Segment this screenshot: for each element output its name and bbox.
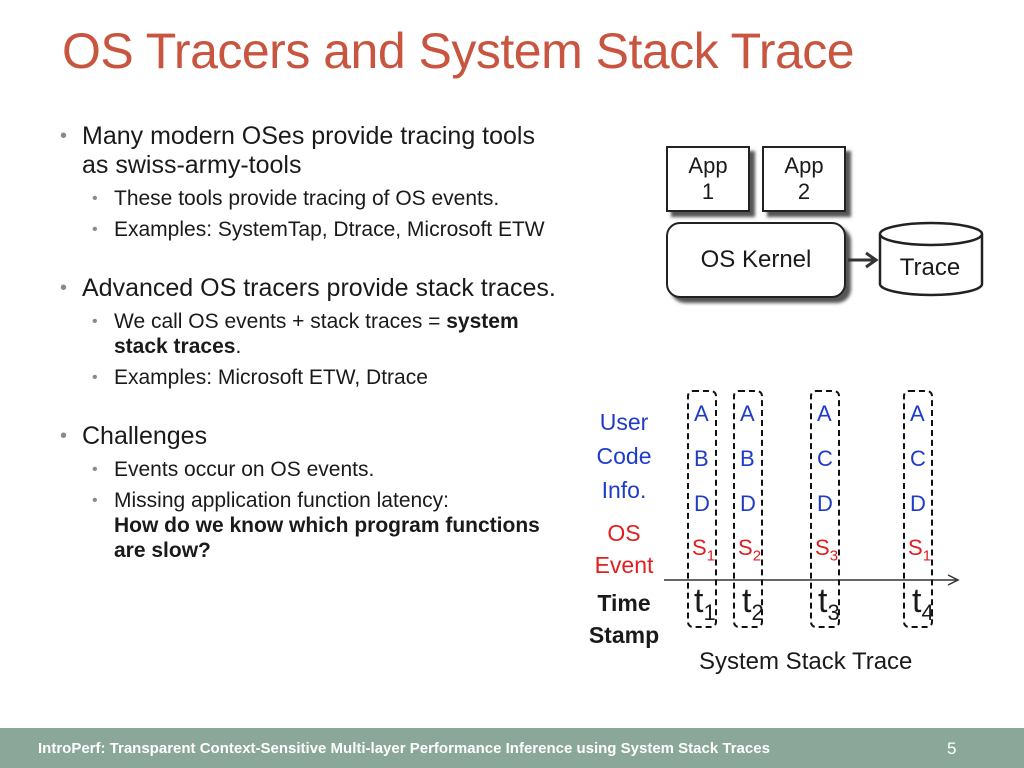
os-event-2: S2 (738, 535, 761, 564)
timestamp-3: t3 (818, 582, 840, 626)
os-event-3-index: 3 (829, 547, 839, 565)
frame-1-1: A (694, 401, 709, 426)
timestamp-2-index: 2 (751, 599, 764, 625)
timestamp-4-letter: t (912, 582, 922, 620)
app-1-label-line1: App (688, 153, 728, 178)
os-event-1-index: 1 (706, 547, 716, 565)
trace-column-3 (810, 390, 840, 628)
slow-functions-question: How do we know which program functions a… (114, 514, 540, 562)
os-kernel-box: OS Kernel (666, 222, 846, 298)
frame-1-2: B (694, 446, 709, 471)
os-kernel-label: OS Kernel (700, 246, 812, 273)
os-event-4: S1 (908, 535, 931, 564)
trace-column-2 (733, 390, 763, 628)
system-stack-traces-suffix: . (235, 335, 242, 358)
time-stamp-label: Time Stamp (574, 587, 674, 651)
sub-bullet-missing-latency: Missing application function latency:How… (58, 488, 558, 563)
timestamp-3-letter: t (818, 582, 828, 620)
time-label-line2: Stamp (588, 622, 660, 648)
system-stack-trace-caption: System Stack Trace (699, 648, 913, 675)
frame-4-3: D (910, 491, 926, 516)
time-label-line1: Time (597, 590, 651, 616)
os-event-4-index: 1 (922, 547, 932, 565)
os-label-line2: Event (594, 552, 654, 578)
timestamp-2: t2 (742, 582, 764, 626)
frame-4-2: C (910, 446, 926, 471)
timestamp-3-index: 3 (827, 599, 840, 625)
os-event-2-letter: S (738, 535, 753, 560)
sub-bullet-system-stack-traces: We call OS events + stack traces = syste… (58, 309, 558, 359)
sub-bullet-events-occur: Events occur on OS events. (58, 457, 558, 482)
frame-3-1: A (817, 401, 832, 426)
slide-title: OS Tracers and System Stack Trace (62, 23, 855, 79)
frame-2-1: A (740, 401, 755, 426)
frame-3-2: C (817, 446, 833, 471)
frame-1-3: D (694, 491, 710, 516)
page-number: 5 (947, 739, 957, 758)
os-event-3: S3 (815, 535, 838, 564)
frame-3-3: D (817, 491, 833, 516)
sub-bullet-tracing-events: These tools provide tracing of OS events… (58, 186, 558, 211)
frame-4-1: A (910, 401, 925, 426)
sub-bullet-examples-etw: Examples: Microsoft ETW, Dtrace (58, 365, 558, 390)
user-code-info-label: User Code Info. (585, 405, 663, 507)
footer-text: IntroPerf: Transparent Context-Sensitive… (38, 740, 770, 757)
bullet-list: Many modern OSes provide tracing tools a… (58, 122, 558, 563)
app-2-label-line2: 2 (797, 179, 811, 204)
timestamp-1-index: 1 (703, 599, 716, 625)
timestamp-4: t4 (912, 582, 934, 626)
trace-column-4 (903, 390, 933, 628)
app-2-label-line1: App (784, 153, 824, 178)
bullet-advanced-tracers: Advanced OS tracers provide stack traces… (58, 274, 558, 303)
timestamp-1: t1 (694, 582, 716, 626)
user-label-line3: Info. (601, 477, 647, 503)
frame-2-3: D (740, 491, 756, 516)
os-event-1: S1 (692, 535, 715, 564)
os-event-3-letter: S (815, 535, 830, 560)
user-label-line2: Code (596, 443, 652, 469)
os-event-2-index: 2 (752, 547, 762, 565)
missing-latency-text: Missing application function latency: (114, 489, 450, 512)
frame-2-2: B (740, 446, 755, 471)
sub-bullet-examples-tools: Examples: SystemTap, Dtrace, Microsoft E… (58, 217, 558, 242)
user-label-line1: User (599, 409, 649, 435)
os-label-line1: OS (607, 520, 641, 546)
trace-label: Trace (899, 254, 961, 281)
timestamp-4-index: 4 (921, 599, 934, 625)
slide-footer: IntroPerf: Transparent Context-Sensitive… (0, 728, 1024, 768)
system-stack-traces-prefix: We call OS events + stack traces = (114, 310, 447, 333)
os-event-label: OS Event (585, 517, 663, 581)
os-event-1-letter: S (692, 535, 707, 560)
os-event-4-letter: S (908, 535, 923, 560)
trace-column-1 (687, 390, 717, 628)
timestamp-1-letter: t (694, 582, 704, 620)
app-1-label-line2: 1 (701, 179, 715, 204)
trace-cylinder (878, 221, 984, 297)
system-stack-traces-term: system stack traces (114, 310, 519, 358)
bullet-challenges: Challenges (58, 422, 558, 451)
bullet-os-tracing-tools: Many modern OSes provide tracing tools a… (58, 122, 558, 180)
kernel-to-trace-arrow (848, 251, 879, 269)
timestamp-2-letter: t (742, 582, 752, 620)
